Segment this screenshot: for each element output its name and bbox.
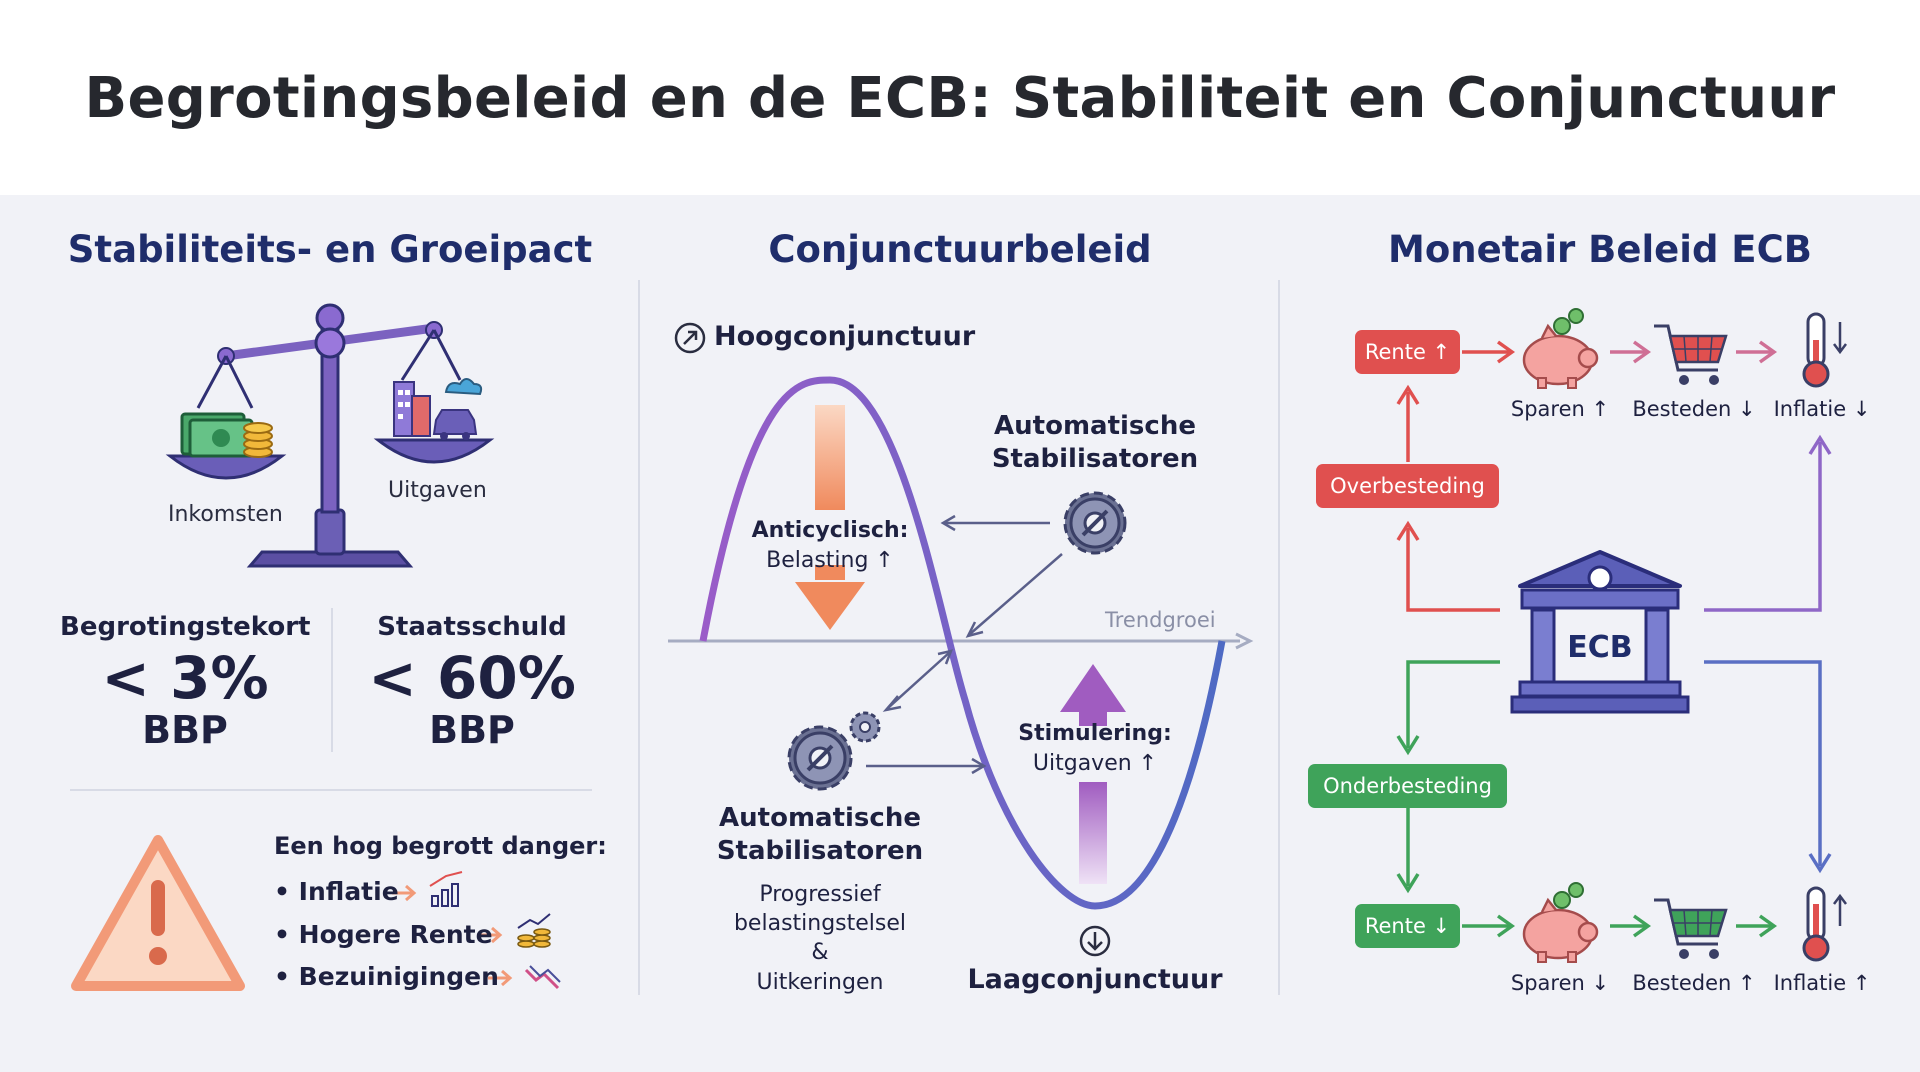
boom-icon xyxy=(674,322,706,354)
debt-label: Staatsschuld xyxy=(377,612,567,642)
thermometer-icon-bottom xyxy=(1802,886,1847,962)
top-spending-label: Besteden ↓ xyxy=(1632,397,1756,421)
underspending-arrows xyxy=(1396,660,1778,938)
warning-item-cuts: • Bezuinigingen xyxy=(274,962,499,991)
deficit-label: Begrotingstekort xyxy=(60,612,311,642)
piggy-bank-icon-bottom xyxy=(1522,882,1599,963)
debt-unit: BBP xyxy=(429,708,515,752)
section-title-cycle: Conjunctuurbeleid xyxy=(768,228,1152,271)
bust-label: Laagconjunctuur xyxy=(967,964,1223,995)
ecb-to-inflation-up-arrow xyxy=(1704,660,1832,874)
bank-building-icon xyxy=(1510,550,1690,714)
section-title-ecb: Monetair Beleid ECB xyxy=(1388,228,1812,271)
divider-left xyxy=(638,280,640,995)
expenses-label: Uitgaven xyxy=(388,478,487,503)
overspending-badge: Overbesteding xyxy=(1316,464,1499,508)
bottom-spending-label: Besteden ↑ xyxy=(1632,971,1756,995)
bottom-inflation-label: Inflatie ↑ xyxy=(1773,971,1871,995)
top-inflation-label: Inflatie ↓ xyxy=(1773,397,1871,421)
shopping-cart-icon-bottom xyxy=(1654,898,1728,959)
top-chain-arrows xyxy=(1610,340,1778,364)
deficit-value: < 3% xyxy=(101,644,269,712)
stabilizers-bottom-line2: Stabilisatoren xyxy=(716,836,924,866)
thermometer-icon-top xyxy=(1802,312,1847,388)
ecb-label: ECB xyxy=(1567,630,1633,665)
underspending-badge: Onderbesteding xyxy=(1308,764,1507,808)
stabilizers-desc-4: Uitkeringen xyxy=(756,970,884,995)
warning-item-rate: • Hogere Rente xyxy=(274,920,493,949)
coins-chart-icon xyxy=(517,913,551,948)
business-cycle-wave xyxy=(699,376,1226,910)
boom-label: Hoogconjunctuur xyxy=(714,321,976,352)
expenses-icon xyxy=(393,378,483,440)
stimulus-label: Stimulering: xyxy=(1018,721,1172,746)
rate-up-badge: Rente ↑ xyxy=(1355,330,1460,374)
title-band xyxy=(0,0,1920,195)
stabilizers-bottom-line1: Automatische xyxy=(719,803,921,833)
section-title-pact: Stabiliteits- en Groeipact xyxy=(67,228,593,271)
divider-right xyxy=(1278,280,1280,995)
list-arrows xyxy=(392,884,513,987)
debt-value: < 60% xyxy=(368,644,576,712)
stabilizers-desc-1: Progressief xyxy=(759,882,881,907)
anticyclic-label: Anticyclisch: xyxy=(751,518,909,543)
bust-icon xyxy=(1079,925,1111,957)
stabilizers-top-line2: Stabilisatoren xyxy=(991,444,1199,474)
warning-item-inflation: • Inflatie xyxy=(274,877,399,906)
warning-icon xyxy=(71,835,245,991)
bottom-saving-label: Sparen ↓ xyxy=(1510,971,1610,995)
stabilizers-desc-2: belastingstelsel xyxy=(733,911,907,936)
anticyclic-arrow-icon xyxy=(795,405,865,630)
stimulus-arrow-icon xyxy=(1060,664,1126,884)
trend-label: Trendgroei xyxy=(1105,608,1216,632)
gear-wrench-icon-top xyxy=(1063,491,1127,555)
page-title: Begrotingsbeleid en de ECB: Stabiliteit … xyxy=(84,66,1836,131)
piggy-bank-icon-top xyxy=(1522,308,1599,389)
overspending-arrows xyxy=(1396,340,1516,612)
ecb-to-inflation-down-arrow xyxy=(1704,434,1832,612)
stabilizers-desc-3: & xyxy=(811,940,829,965)
shopping-cart-icon-top xyxy=(1654,324,1728,385)
rate-down-badge: Rente ↓ xyxy=(1355,904,1460,948)
stabilizers-top-line1: Automatische xyxy=(994,411,1196,441)
top-saving-label: Sparen ↑ xyxy=(1510,397,1610,421)
revenue-label: Inkomsten xyxy=(168,502,283,527)
deficit-unit: BBP xyxy=(142,708,228,752)
stimulus-spending: Uitgaven ↑ xyxy=(1032,751,1158,776)
gear-wrench-icon-bottom xyxy=(787,711,881,791)
money-icon xyxy=(180,412,273,458)
stabilizer-arrows xyxy=(866,514,1063,775)
balance-scale-icon xyxy=(165,303,495,568)
inflation-chart-icon xyxy=(429,871,463,907)
anticyclic-tax: Belasting ↑ xyxy=(766,548,894,573)
warning-heading: Een hog begrott danger: xyxy=(274,832,607,860)
decline-icon xyxy=(524,965,561,990)
